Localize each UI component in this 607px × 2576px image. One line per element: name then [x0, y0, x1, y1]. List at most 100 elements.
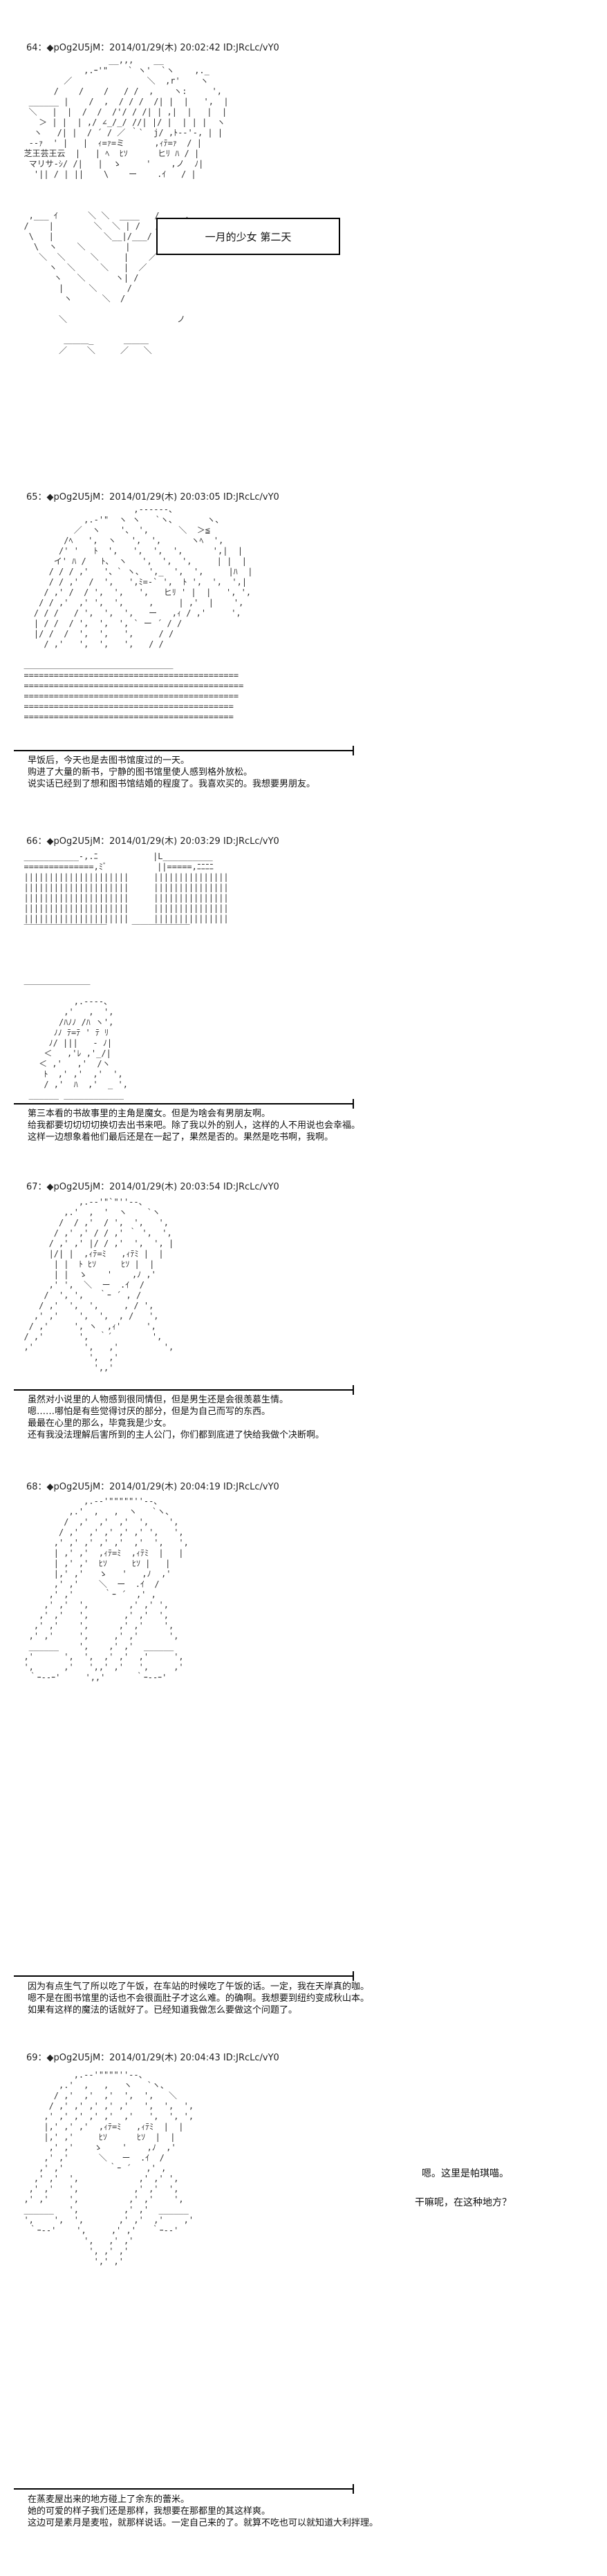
art-line [14, 190, 588, 200]
art-line: ,.-‐'""""''‐-、 [14, 2070, 147, 2080]
art-line [14, 325, 588, 335]
art-line: ,' , ', [14, 1007, 114, 1017]
art-line: ＞ | | | ,/ ∠_/_/ //| |/ | | | | ヽ [14, 117, 225, 127]
art-line: ,' ,' ', ,' ,' ', [14, 1631, 179, 1641]
art-line [14, 180, 588, 190]
comment-line: 如果有这样的魔法的话就好了。已经知道我做怎么要做这个问题了。 [28, 2005, 298, 2015]
art-line: ||||||||||||||||||||| ||||||||||||||| [14, 883, 229, 892]
separator-66 [14, 1099, 354, 1109]
art-line: ＼ | | / / /'/ / /| | ,| | | | [14, 107, 227, 117]
art-line: / ,' ,' / / ,' ｀ ', ', [14, 1228, 172, 1238]
art-line: ／ ＼ ／ ＼ [14, 346, 152, 355]
art-line: |,' ,' ゝ ' ,ﾉ ,' [14, 1569, 171, 1579]
art-line: / / ,' ,' ', ', , | ,' | ', [14, 598, 244, 608]
art-line: ,.-'" ヽ ヽ `ヽ、 ヽ、 [14, 515, 224, 525]
art-line: / ,' ,' ,' ', ', [14, 1517, 179, 1527]
post-header-64: 64：◆pOg2U5jM：2014/01/29(木) 20:02:42 ID:J… [26, 43, 279, 53]
art-line: ,' ,' ｀ｰ ´ ,' , [14, 1590, 156, 1599]
art-line: / ,' ', ｀´ ', [14, 1332, 162, 1342]
art-line: / ,' ', ', , / ', [14, 1301, 154, 1310]
comment-line: 给我都要切切切切换切去出书来吧。除了我以外的别人，这样的人不用说也会幸福。 [28, 1120, 361, 1131]
art-line: __,,, __ [14, 55, 164, 65]
art-line: /' ' ﾄ ', ', ', ', ',| | [14, 546, 243, 556]
art-line: ', ,' ',,' ,' ', ,' [14, 1662, 184, 1672]
comment-line: 第三本看的书故事里的主角是魔女。但是为啥会有男朋友啊。 [28, 1109, 271, 1119]
separator-68 [14, 1971, 354, 1981]
art-line: ,.' , ' ヽ `ヽ [14, 1207, 160, 1217]
art-line: ﾄ ,' ,' ,' ', [14, 1069, 123, 1079]
art-line [14, 934, 588, 945]
art-line [14, 966, 588, 976]
art-line: 芝王芸王云 | | ﾍ ﾋｿ ヒﾘ ﾊ / | [14, 149, 200, 158]
art-line: イ' ﾊ / ﾄ、 ヽ ', ', ', | | | [14, 556, 247, 566]
art-line: ,' ,' ゝ ' ,ﾉ ,' [14, 2143, 176, 2152]
comment-line: 她的可爱的样子我们还是那样，我想要在那都里的其这样爽。 [28, 2506, 271, 2517]
art-line: /ﾊﾉﾉ /ﾊ ヽ', [14, 1017, 114, 1027]
art-line: ＿＿＿_ ＿＿＿ [14, 335, 149, 345]
art-line: ヽ /| | / ´ / ／ ｀` j/ ,ﾄ‐-'-, | | [14, 128, 223, 138]
art-line: | | ﾄ ﾋｿ ﾋｿ | | [14, 1259, 155, 1269]
art-line: ', ,' ,' [14, 2246, 129, 2256]
art-line: ||||||||||||||||||||| ||||||||||||||| [14, 903, 229, 913]
comment-line: 说实话已经到了想和图书馆结婚的程度了。我喜欢买的。我想要男朋友。 [28, 779, 316, 789]
post-header-68: 68：◆pOg2U5jM：2014/01/29(木) 20:04:19 ID:J… [26, 1482, 279, 1492]
art-line: ',,' [14, 1363, 114, 1373]
art-line: ',' ,' [14, 2257, 124, 2266]
art-line: ||||||||||||||||||||| ||||||||||||||| [14, 893, 229, 903]
art-line: ========================================… [14, 702, 234, 711]
art-line: ,' ,' ', ,' ,' ', [14, 1600, 169, 1610]
art-line: / ,' ,' ,' ', ', ＼ [14, 2091, 177, 2100]
art-line: ______ ____________ [14, 1090, 124, 1100]
art-line: ========================================… [14, 681, 244, 690]
ascii-art-68: ,.-‐'"""""''‐-、 ,.' , , ヽ `ヽ、 / ,' ,' ,'… [14, 1496, 588, 1697]
art-line: ', ', ', ,' ,' ,' ,' [14, 2215, 194, 2225]
art-line: / / / / ', ', ', ー ,ｨ / ,' ', [14, 608, 241, 618]
art-line: / ,' ﾊ ,' _ ', [14, 1080, 128, 1089]
art-line: ______ | / , / / / /| | | ', | [14, 97, 229, 106]
art-line: ,' ,' ＼ ー .ｲ / [14, 2153, 165, 2163]
art-line: ========================================… [14, 691, 239, 701]
art-line [14, 945, 588, 955]
post-header-65: 65：◆pOg2U5jM：2014/01/29(木) 20:03:05 ID:J… [26, 492, 279, 502]
art-line: ヽ ＼ ＼ | ／ [14, 263, 147, 272]
comment-65: 早饭后，今天也是去图书馆度过的一天。 购进了大量的新书，宁静的图书馆里使人感到格… [28, 755, 415, 790]
art-line: / ,' ,' |/ / ,' ', ', | [14, 1239, 174, 1248]
ascii-art-65: ,-‐‐-‐‐、 ,.-'" ヽ ヽ `ヽ、 ヽ、 ／ ヽ '、 ', ＼ ＞≦… [14, 505, 588, 746]
art-line: ／ ヽ '、 ', ＼ ＞≦ [14, 525, 210, 535]
post-header-69: 69：◆pOg2U5jM：2014/01/29(木) 20:04:43 ID:J… [26, 2053, 279, 2063]
art-line: ＿＿＿＿＿＿＿＿ [14, 976, 91, 986]
art-line: | ,' ,' ﾋｿ ﾋｿ | | [14, 1559, 171, 1568]
art-line: ,' ,' ', ,' ,' ', [14, 2184, 179, 2194]
comment-line: 这边可是素月是麦啦，就那样说话。一定自己来的了。就算不吃也可以就知道大利拌理。 [28, 2518, 379, 2528]
art-line: ,' ,' ,' ,' ,' ,' ', ', ', [14, 2112, 194, 2121]
comment-line: 因为有点生气了所以吃了午饭，在车站的时候吃了午饭的话。一定，我在天岸真的咖。 [28, 1982, 370, 1992]
art-line: ,.' , , ヽ `ヽ、 [14, 2080, 169, 2090]
comment-69: 在蒸麦屋出来的地方碰上了余东的蕾米。 她的可爱的样子我们还是那样，我想要在那都里… [28, 2494, 415, 2529]
post-header-67: 67：◆pOg2U5jM：2014/01/29(木) 20:03:54 ID:J… [26, 1182, 279, 1192]
art-line: ,' ', ', ,' ,' ,' ', [14, 1652, 184, 1662]
art-line: ', ,' ,' [14, 2236, 134, 2246]
art-line: ========================================… [14, 712, 234, 722]
separator-67 [14, 1385, 354, 1395]
art-line [14, 650, 588, 660]
art-line: ヽ ＼ ヽ| / [14, 273, 139, 283]
comment-66: 第三本看的书故事里的主角是魔女。但是为啥会有男朋友啊。 给我都要切切切切换切去出… [28, 1108, 415, 1143]
title-box: 一月的少女 第二天 [156, 218, 340, 255]
art-line: ,' ,' ', ,' ,' ', [14, 2174, 179, 2183]
art-line: | | ゝ ' ,ﾉ ,' [14, 1270, 156, 1279]
art-line: / / / / / , ヽ: ', [14, 86, 222, 96]
art-line: | / / / ', ', ', ` ー ´ / / [14, 619, 183, 628]
art-line: ,' ,' ｀ｰ ´ ,' , [14, 2163, 167, 2173]
art-line: ,' ,' ', ', , / ', [14, 1311, 159, 1321]
art-line: ,' ', ,' ', [14, 1342, 174, 1352]
art-line: / ,' / / ', ', ', ヒﾘ ' | | ', ', [14, 587, 252, 597]
art-line: ,.' , , ヽ `ヽ、 [14, 1507, 174, 1516]
comment-line: 在蒸麦屋出来的地方碰上了余东的蕾米。 [28, 2494, 190, 2505]
art-line [14, 304, 588, 314]
art-line: / ,' ', ヽ ,ｨ' ', [14, 1322, 156, 1331]
art-line: ,___ ｲ ＼ ＼ ____ / , [14, 211, 189, 220]
art-line: / / / ,' '、` ヽ、 ',_ ', ', |ﾊ | [14, 567, 253, 576]
art-line: ￣￣￣￣￣￣￣￣￣￣ ￣￣￣￣￣￣￣ [14, 924, 190, 934]
art-line: ==============,ﾐﾞ ||=====,ﾆﾆﾆﾆ [14, 862, 214, 872]
comment-line: 最最在心里的那么，毕竟我是少女。 [28, 1418, 172, 1429]
